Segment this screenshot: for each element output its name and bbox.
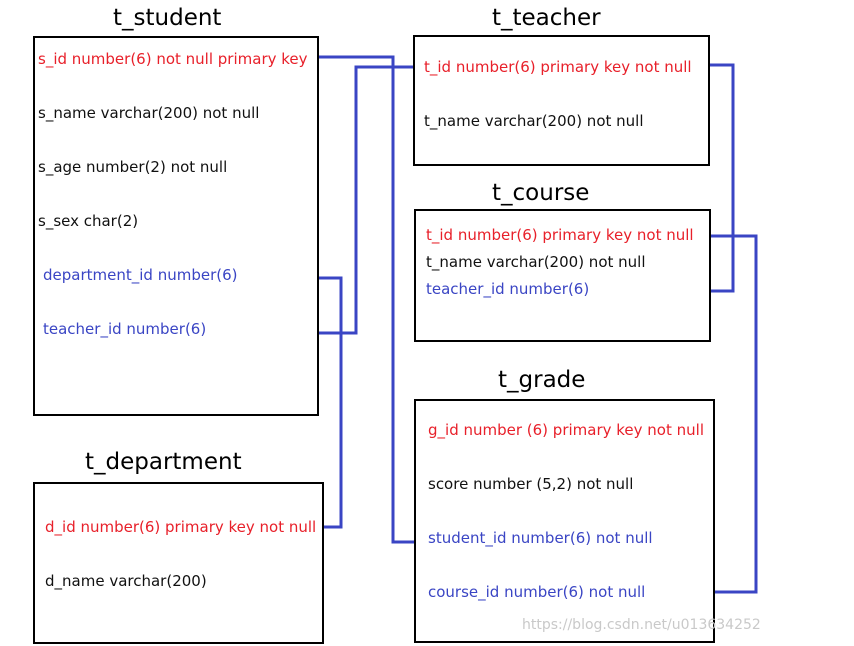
student-table-title: t_student [113, 5, 222, 31]
grade-g-id-field: g_id number (6) primary key not null [428, 421, 704, 439]
department-table [33, 482, 324, 644]
course-teacher-id-field: teacher_id number(6) [426, 280, 590, 298]
teacher-t-name-field: t_name varchar(200) not null [424, 112, 644, 130]
department-table-title: t_department [85, 449, 242, 475]
course-table-title: t_course [492, 180, 590, 206]
grade-table-title: t_grade [498, 367, 586, 393]
student-s-name-field: s_name varchar(200) not null [38, 104, 260, 122]
grade-score-field: score number (5,2) not null [428, 475, 634, 493]
teacher-table [413, 35, 710, 166]
grade-course-id-field: course_id number(6) not null [428, 583, 646, 601]
teacher-t-id-field: t_id number(6) primary key not null [424, 58, 692, 76]
department-d-id-field: d_id number(6) primary key not null [45, 518, 317, 536]
watermark-url: https://blog.csdn.net/u013634252 [522, 617, 761, 633]
student-department-id-field: department_id number(6) [43, 266, 238, 284]
teacher-table-title: t_teacher [492, 5, 601, 31]
department-d-name-field: d_name varchar(200) [45, 572, 207, 590]
student-s-age-field: s_age number(2) not null [38, 158, 228, 176]
grade-table [414, 399, 715, 643]
course-t-name-field: t_name varchar(200) not null [426, 253, 646, 271]
grade-student-id-field: student_id number(6) not null [428, 529, 653, 547]
course-table [414, 209, 711, 342]
course-t-id-field: t_id number(6) primary key not null [426, 226, 694, 244]
student-teacher-id-field: teacher_id number(6) [43, 320, 207, 338]
link-student-id-to-grade-student-id [314, 55, 428, 544]
student-s-id-field: s_id number(6) not null primary key [38, 50, 308, 68]
student-s-sex-field: s_sex char(2) [38, 212, 139, 230]
student-table [33, 36, 319, 416]
